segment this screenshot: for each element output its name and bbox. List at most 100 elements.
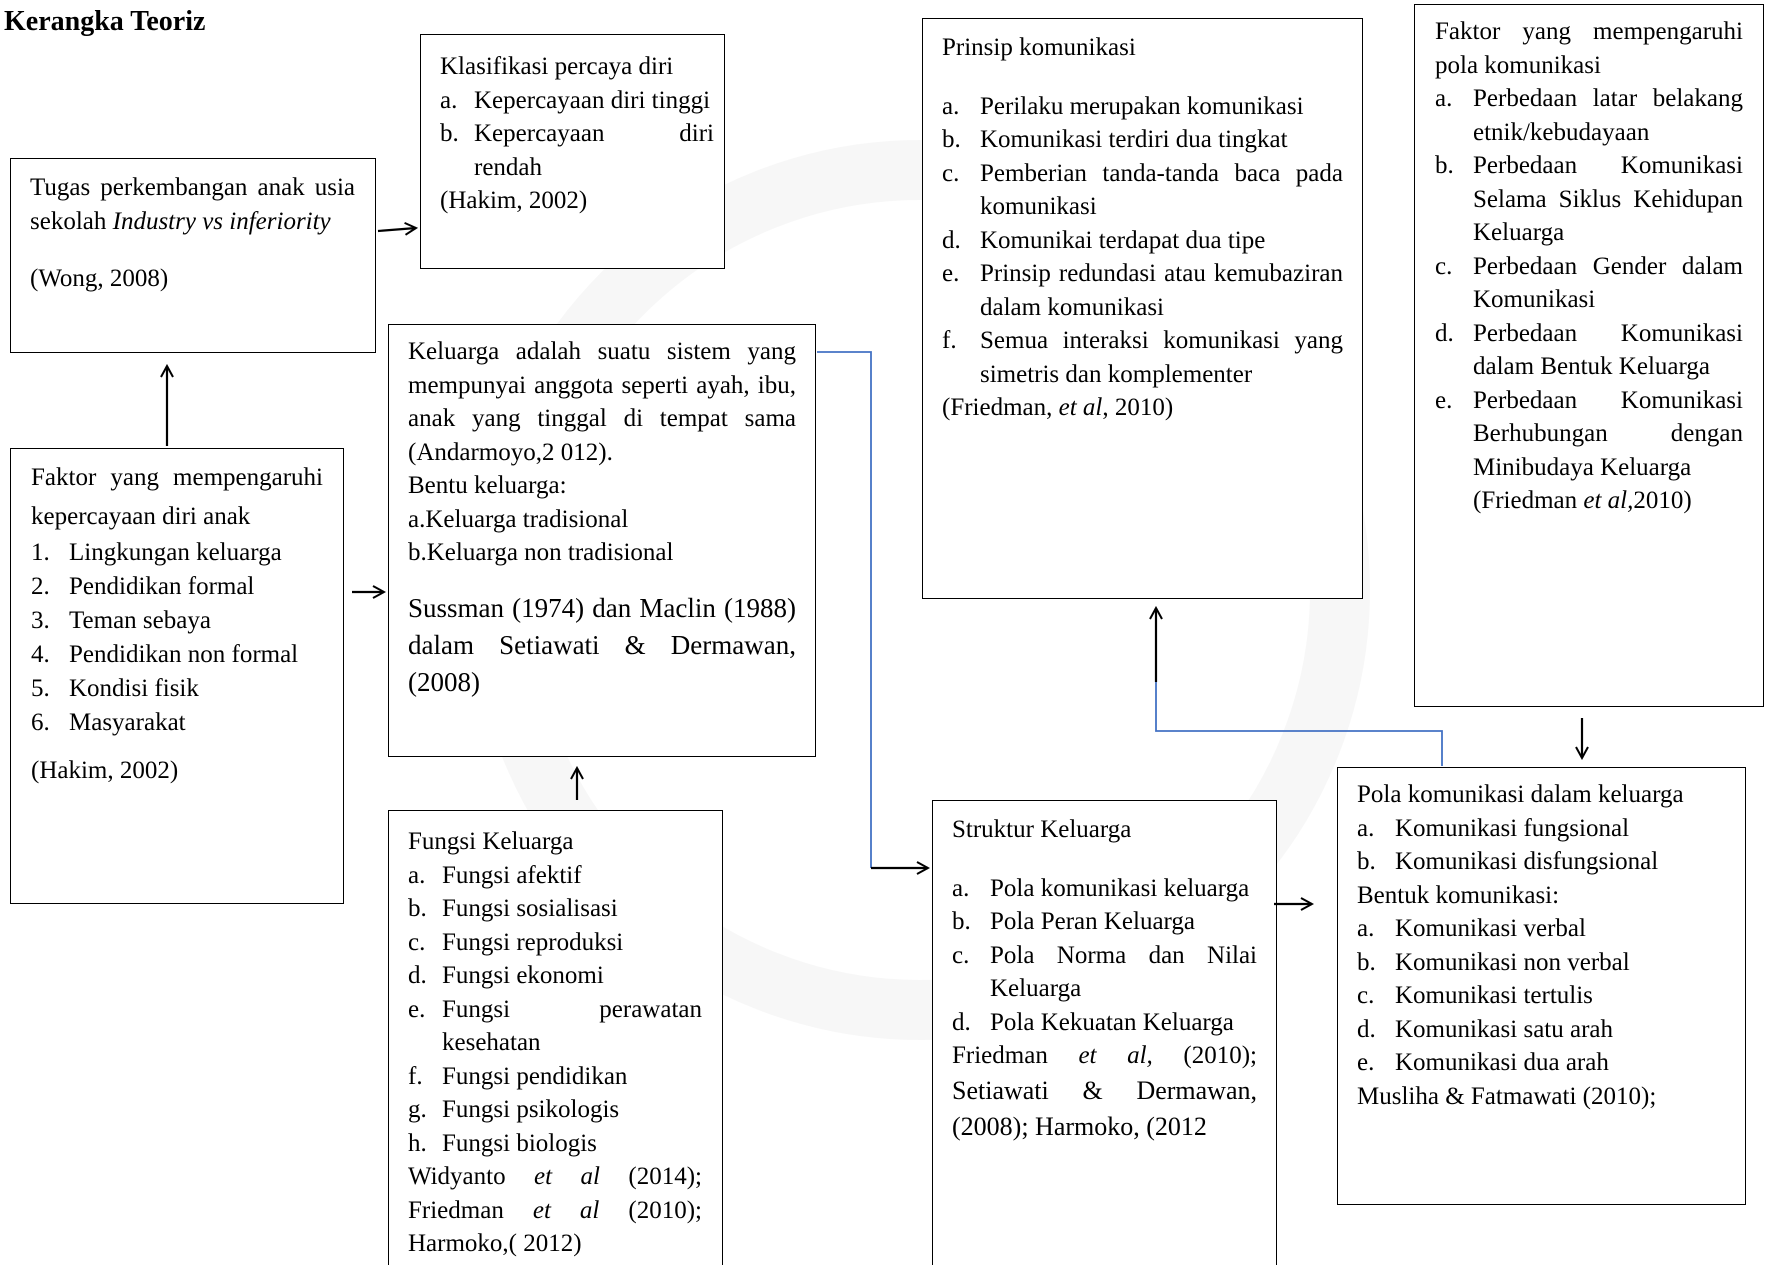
faktor-pd-item: 2.Pendidikan formal [31, 570, 323, 604]
faktor-pola-item-text: Perbedaan Gender dalam Komunikasi [1473, 252, 1743, 314]
prinsip-item-marker: f. [942, 327, 957, 354]
faktor-pola-item: a. Perbedaan latar belakang etnik/kebuday… [1435, 82, 1743, 149]
page-title: Kerangka Teoriz [4, 6, 206, 37]
prinsip-item: a.Perilaku merupakan komunikasi [942, 90, 1343, 124]
faktor-pd-item-text: Teman sebaya [69, 607, 211, 634]
pola-bentuk-item: c. Komunikasi tertulis [1357, 979, 1726, 1013]
fungsi-item-marker: e. [408, 995, 426, 1023]
prinsip-item: b.Komunikasi terdiri dua tingkat [942, 123, 1343, 157]
faktor-pola-item-marker: d. [1435, 319, 1454, 347]
faktor-pd-item: 1. Lingkungan keluarga [31, 536, 323, 570]
pola-bentuk-item-text: Komunikasi satu arah [1395, 1015, 1614, 1043]
klasifikasi-item-marker: b. [440, 120, 459, 147]
connector-pola-to-prinsip [1155, 680, 1443, 766]
pola-citation: Musliha & Fatmawati (2010); [1357, 1082, 1657, 1110]
faktor-pola-item-text: Perbedaan latar belakang etnik/kebudayaa… [1473, 85, 1743, 146]
klasifikasi-citation: (Hakim, 2002) [440, 187, 588, 214]
pola-item-text: Komunikasi fungsional [1395, 814, 1630, 842]
prinsip-citation: (Friedman, et al, 2010) [942, 394, 1174, 421]
prinsip-title: Prinsip komunikasi [942, 34, 1136, 61]
faktor-pola-item: c. Perbedaan Gender dalam Komunikasi [1435, 250, 1743, 317]
fungsi-item-text: Fungsi afektif [442, 861, 582, 889]
pola-bentuk-item-marker: d. [1357, 1015, 1376, 1043]
faktor-pd-item-text: Lingkungan keluarga [69, 539, 282, 566]
pola-item-marker: a. [1357, 814, 1375, 842]
struktur-item-text: Pola Peran Keluarga [990, 908, 1196, 935]
klasifikasi-item-text: Kepercayaan diri rendah [474, 120, 714, 181]
fungsi-item: c.Fungsi reproduksi [408, 926, 702, 960]
pola-bentuk-item: a.Komunikasi verbal [1357, 912, 1726, 946]
struktur-item: c.Pola Norma dan Nilai Keluarga [952, 939, 1257, 1006]
fungsi-item: e. Fungsi perawatan kesehatan [408, 993, 702, 1060]
klasifikasi-item: a.Kepercayaan diri tinggi [440, 84, 714, 118]
prinsip-item: d.Komunikai terdapat dua tipe [942, 224, 1343, 258]
keluarga-type-1: a.Keluarga tradisional [408, 505, 629, 533]
pola-bentuk-item-text: Komunikasi tertulis [1395, 982, 1593, 1009]
klasifikasi-title: Klasifikasi percaya diri [440, 53, 674, 80]
keluarga-definition: Keluarga adalah suatu sistem yang mempun… [408, 338, 796, 466]
faktor-pd-item: 6.Masyarakat [31, 706, 323, 740]
struktur-item-marker: c. [952, 941, 970, 969]
struktur-item-text: Pola Kekuatan Keluarga [990, 1008, 1234, 1036]
pola-bentuk-item-marker: b. [1357, 948, 1376, 976]
pola-title: Pola komunikasi dalam keluarga [1357, 781, 1684, 808]
struktur-title: Struktur Keluarga [952, 816, 1132, 843]
fungsi-title: Fungsi Keluarga [408, 828, 574, 855]
pola-bentuk-title: Bentuk komunikasi: [1357, 881, 1560, 909]
struktur-citation-2: Setiawati & Dermawan, (2008); Harmoko, (… [952, 1075, 1257, 1142]
keluarga-bentuk-title: Bentu keluarga: [408, 472, 567, 499]
prinsip-item: e. Prinsip redundasi atau kemubaziran dal… [942, 257, 1343, 324]
klasifikasi-item-marker: a. [440, 86, 458, 114]
fungsi-item: a.Fungsi afektif [408, 859, 702, 893]
faktor-pola-item-marker: c. [1435, 252, 1453, 280]
klasifikasi-item: b. Kepercayaan diri rendah [440, 117, 714, 184]
faktor-pd-item-text: Masyarakat [69, 709, 186, 736]
fungsi-item: h.Fungsi biologis [408, 1127, 702, 1161]
pola-item: a. Komunikasi fungsional [1357, 812, 1726, 846]
faktor-pd-item-marker: 1. [31, 539, 50, 566]
faktor-pola-list: a. Perbedaan latar belakang etnik/kebuday… [1435, 82, 1743, 518]
faktor-pola-item-text: Perbedaan Komunikasi Selama Siklus Kehid… [1473, 152, 1743, 246]
faktor-pola-item-marker: e. [1435, 386, 1453, 414]
fungsi-item-text: Fungsi sosialisasi [442, 895, 618, 922]
fungsi-item-marker: f. [408, 1062, 423, 1090]
prinsip-item-text: Semua interaksi komunikasi yang simetris… [980, 327, 1343, 388]
fungsi-item: f.Fungsi pendidikan [408, 1060, 702, 1094]
keluarga-citation: Sussman (1974) dan Maclin (1988) dalam S… [408, 592, 796, 697]
faktor-pd-item: 3.Teman sebaya [31, 604, 323, 638]
struktur-item: b.Pola Peran Keluarga [952, 905, 1257, 939]
fungsi-item: d.Fungsi ekonomi [408, 959, 702, 993]
struktur-item-marker: a. [952, 874, 970, 902]
fungsi-citation-2: Friedman et al (2010); [408, 1196, 703, 1224]
tugas-citation: (Wong, 2008) [30, 265, 169, 292]
prinsip-item-text: Prinsip redundasi atau kemubaziran dalam… [980, 260, 1343, 321]
arrow-tugas-to-klasifikasi [377, 228, 416, 231]
fungsi-item: b.Fungsi sosialisasi [408, 892, 702, 926]
fungsi-item-text: Fungsi psikologis [442, 1096, 620, 1123]
faktor-pd-item: 5.Kondisi fisik [31, 672, 323, 706]
fungsi-item-marker: g. [408, 1096, 427, 1123]
pola-bentuk-item-marker: c. [1357, 982, 1375, 1009]
struktur-item-marker: d. [952, 1008, 971, 1036]
faktor-pd-item-marker: 5. [31, 675, 50, 702]
fungsi-citation-3: Harmoko,( 2012) [408, 1230, 582, 1257]
prinsip-item-text: Pemberian tanda-tanda baca pada komunika… [980, 159, 1343, 221]
faktor-pola-item-marker: b. [1435, 152, 1454, 179]
faktor-pola-item-text: Perbedaan Komunikasi dalam Bentuk Keluar… [1473, 319, 1743, 381]
faktor-pd-item-text: Pendidikan formal [69, 573, 255, 600]
fungsi-item-text: Fungsi perawatan kesehatan [442, 995, 702, 1057]
pola-bentuk-item-text: Komunikasi verbal [1395, 915, 1586, 942]
box-pola: Pola komunikasi dalam keluarga a.Komunik… [1337, 767, 1746, 1205]
pola-item-marker: b. [1357, 848, 1376, 875]
box-faktor-pola: Faktor yang mempengaruhi pola komunikasi… [1414, 4, 1764, 707]
pola-item-text: Komunikasi disfungsional [1395, 848, 1659, 875]
prinsip-item-marker: e. [942, 260, 960, 287]
pola-bentuk-item: e.Komunikasi dua arah [1357, 1046, 1726, 1080]
faktor-pola-item-marker: a. [1435, 85, 1453, 112]
faktor-pola-item-text: Perbedaan Komunikasi Berhubungan dengan … [1473, 386, 1743, 481]
